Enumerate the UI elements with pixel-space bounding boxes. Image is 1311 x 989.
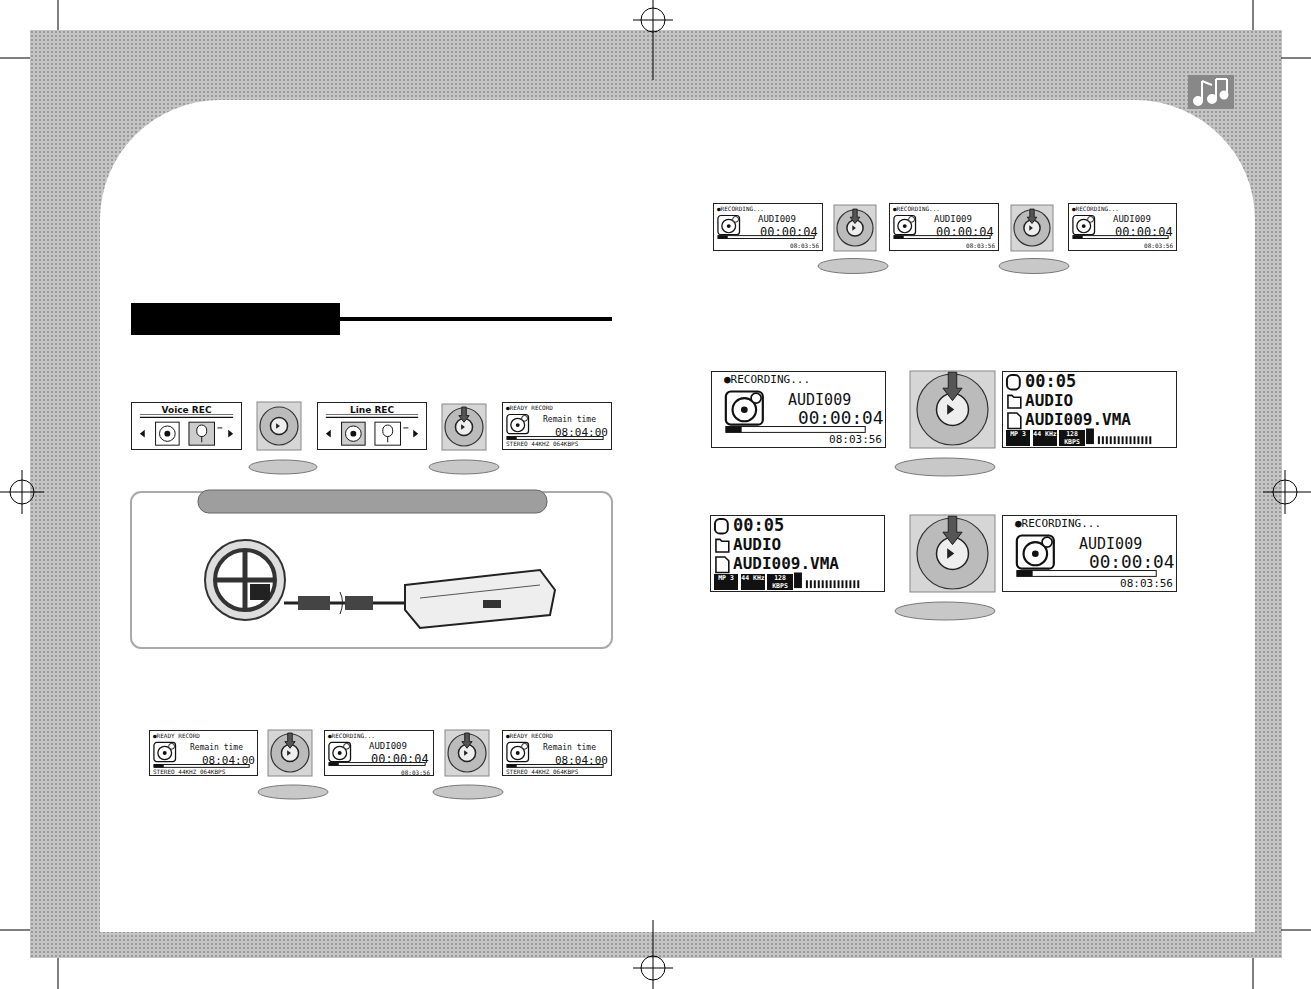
format-badge: 44 KHz [1033, 430, 1057, 446]
lcd-text: ●RECORDING... [893, 206, 940, 212]
lcd-text: ●READY RECORD [506, 405, 553, 411]
lcd-text: AUDI009.VMA [733, 556, 839, 572]
lcd-text: ●RECORDING... [717, 206, 764, 212]
lcd-screen: ●READY RECORD Remain time 08:04:00STEREO 4… [502, 730, 612, 776]
lcd-screen: 00:05AUDIO AUDI009.VMA MP 344 KHz128 KBPS [710, 515, 885, 592]
lcd-screen: ●RECORDING... AUDI009 00:00:04 08:03:56 [889, 203, 999, 251]
format-badge: MP 3 [714, 574, 738, 590]
lcd-text: 00:00:04 [1115, 226, 1173, 238]
lcd-screen: ●READY RECORD Remain time 08:04:00STEREO 4… [149, 730, 258, 776]
lcd-text: STEREO 44KHZ 064KBPS [506, 769, 578, 775]
lcd-screen: ●RECORDING... AUDI009 00:00:04 08:03:56 [324, 730, 434, 776]
lcd-text: 08:03:56 [1144, 243, 1173, 249]
lcd-text: ●RECORDING... [328, 733, 375, 739]
lcd-screen: Voice REC [131, 402, 242, 450]
lcd-text: Voice REC [132, 406, 241, 415]
lcd-text: 00:00:04 [936, 226, 994, 238]
lcd-text: AUDIO [733, 537, 781, 553]
lcd-text: 08:03:56 [829, 434, 882, 445]
lcd-text: ●READY RECORD [153, 733, 200, 739]
lcd-text: STEREO 44KHZ 064KBPS [506, 441, 578, 447]
lcd-text: 08:04:00 [202, 755, 255, 766]
lcd-text: 08:03:56 [401, 770, 430, 776]
lcd-text: Line REC [318, 406, 426, 415]
lcd-text: AUDIO [1025, 393, 1073, 409]
lcd-text: 00:00:04 [760, 226, 818, 238]
lcd-text: 00:05 [1025, 373, 1076, 390]
lcd-text: 00:05 [733, 517, 784, 534]
lcd-text: ●RECORDING... [724, 374, 810, 385]
lcd-text: 00:00:04 [798, 410, 884, 428]
lcd-text: ●RECORDING... [1015, 518, 1101, 529]
lcd-text: STEREO 44KHZ 064KBPS [153, 769, 225, 775]
lcd-text: 08:04:00 [555, 755, 608, 766]
lcd-text: AUDI009 [788, 393, 851, 408]
lcd-text: Remain time [543, 744, 596, 752]
lcd-text: 00:00:04 [1089, 554, 1175, 572]
lcd-text: ●READY RECORD [506, 733, 553, 739]
lcd-screen: Line REC [317, 402, 427, 450]
lcd-text: AUDI009 [758, 215, 796, 224]
lcd-text: Remain time [543, 416, 596, 424]
lcd-text: 08:03:56 [966, 243, 995, 249]
lcd-text: 00:00:04 [371, 753, 429, 765]
lcd-text: 08:03:56 [1120, 578, 1173, 589]
lcd-text: Remain time [190, 744, 243, 752]
format-badge: 128 KBPS [1059, 430, 1085, 446]
lcd-screen: ●RECORDING... AUDI009 00:00:04 08:03:56 [711, 371, 886, 448]
lcd-text: AUDI009.VMA [1025, 412, 1131, 428]
lcd-text: AUDI009 [369, 742, 407, 751]
lcd-screen: ●RECORDING... AUDI009 00:00:04 08:03:56 [1068, 203, 1177, 251]
lcd-text: AUDI009 [1113, 215, 1151, 224]
format-badge: 44 KHz [741, 574, 765, 590]
lcd-text: 08:03:56 [790, 243, 819, 249]
lcd-text: ●RECORDING... [1072, 206, 1119, 212]
format-badge: MP 3 [1006, 430, 1030, 446]
lcd-text: AUDI009 [934, 215, 972, 224]
lcd-screen: 00:05AUDIO AUDI009.VMA MP 344 KHz128 KBPS [1002, 371, 1177, 448]
lcd-screen: ●READY RECORD Remain time 08:04:00STEREO 4… [502, 402, 612, 450]
lcd-screen: ●RECORDING... AUDI009 00:00:04 08:03:56 [713, 203, 823, 251]
format-badge: 128 KBPS [767, 574, 793, 590]
lcd-text: AUDI009 [1079, 537, 1142, 552]
lcd-text: 08:04:00 [555, 427, 608, 438]
lcd-screen: ●RECORDING... AUDI009 00:00:04 08:03:56 [1002, 515, 1177, 592]
